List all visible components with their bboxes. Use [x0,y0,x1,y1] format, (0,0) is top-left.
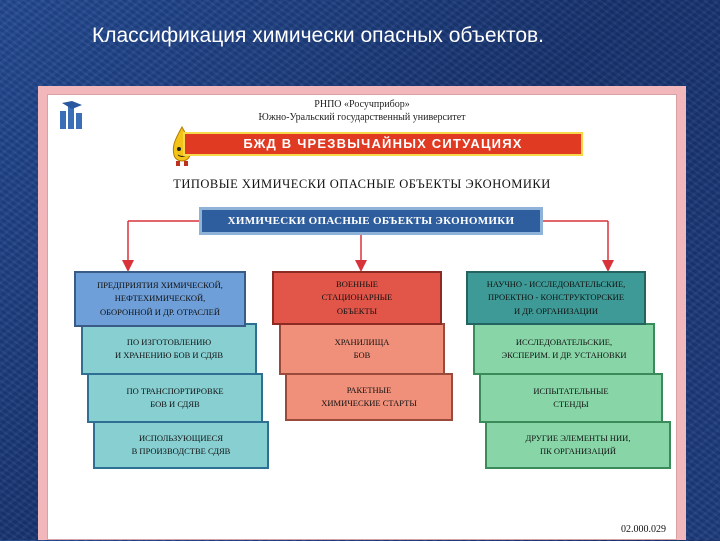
middle-item-2: РАКЕТНЫЕ ХИМИЧЕСКИЕ СТАРТЫ [285,373,453,421]
poster-content: РНПО «Росучприбор» Южно-Уральский госуда… [47,94,677,540]
course-banner: БЖД В ЧРЕЗВЫЧАЙНЫХ СИТУАЦИЯХ [183,132,583,156]
left-item-2: ПО ТРАНСПОРТИРОВКЕ БОВ И СДЯВ [87,373,263,423]
middle-head-box: ВОЕННЫЕ СТАЦИОНАРНЫЕ ОБЪЕКТЫ [272,271,442,325]
right-item-3: ДРУГИЕ ЭЛЕМЕНТЫ НИИ, ПК ОРГАНИЗАЦИЙ [485,421,671,469]
slide-title: Классификация химически опасных объектов… [92,24,545,47]
poster-frame: РНПО «Росучприбор» Южно-Уральский госуда… [38,86,686,540]
middle-item-1: ХРАНИЛИЩА БОВ [279,323,445,375]
left-head-box: ПРЕДПРИЯТИЯ ХИМИЧЕСКОЙ, НЕФТЕХИМИЧЕСКОЙ,… [74,271,246,327]
right-item-2: ИСПЫТАТЕЛЬНЫЕ СТЕНДЫ [479,373,663,423]
header-university: Южно-Уральский государственный университ… [258,112,466,123]
right-item-1: ИССЛЕДОВАТЕЛЬСКИЕ, ЭКСПЕРИМ. И ДР. УСТАН… [473,323,655,375]
poster-code: 02.000.029 [621,524,666,535]
header-organization: РНПО «Росучприбор» [314,99,410,110]
left-item-1: ПО ИЗГОТОВЛЕНИЮ И ХРАНЕНИЮ БОВ И СДЯВ [81,323,257,375]
root-box: ХИМИЧЕСКИ ОПАСНЫЕ ОБЪЕКТЫ ЭКОНОМИКИ [199,207,543,235]
right-head-box: НАУЧНО - ИССЛЕДОВАТЕЛЬСКИЕ, ПРОЕКТНО - К… [466,271,646,325]
left-item-3: ИСПОЛЬЗУЮЩИЕСЯ В ПРОИЗВОДСТВЕ СДЯВ [93,421,269,469]
university-logo-icon [60,101,82,129]
main-heading: ТИПОВЫЕ ХИМИЧЕСКИ ОПАСНЫЕ ОБЪЕКТЫ ЭКОНОМ… [173,177,551,191]
